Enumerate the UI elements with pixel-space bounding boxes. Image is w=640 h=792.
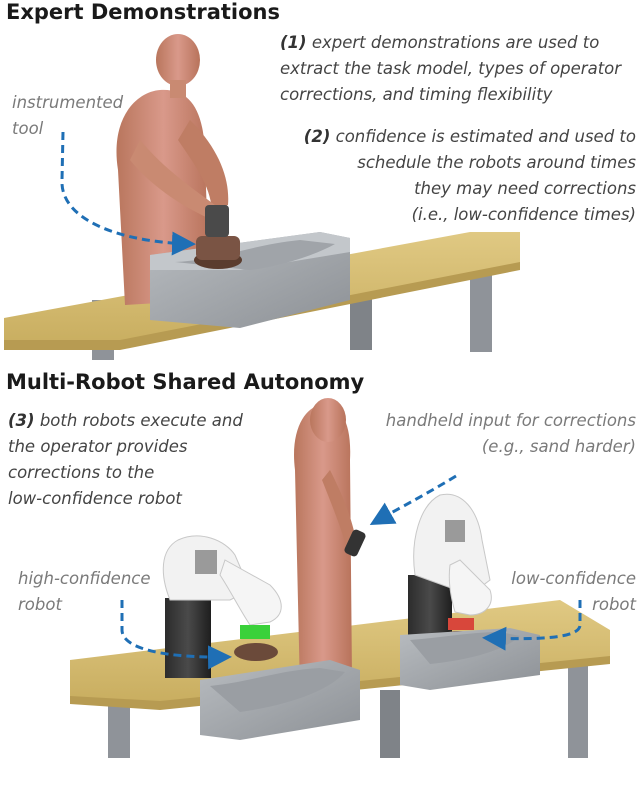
- label-high-line2: robot: [18, 592, 151, 618]
- table-leg: [568, 660, 588, 758]
- note-3-number: (3): [8, 411, 35, 430]
- section-title-expert: Expert Demonstrations: [6, 0, 280, 24]
- note-1-line1: are used to: [506, 33, 600, 52]
- note-2: (2) confidence is estimated and used to …: [260, 124, 636, 228]
- robot-left-highlight: [240, 625, 270, 639]
- note-1-emphasis: expert demonstrations: [312, 33, 500, 52]
- note-3-line4: low-confidence robot: [8, 486, 278, 512]
- section-title-shared-autonomy: Multi-Robot Shared Autonomy: [6, 370, 364, 394]
- label-low-line2: robot: [470, 592, 636, 618]
- robot-right-highlight: [448, 618, 474, 630]
- label-tool-line1: instrumented: [12, 90, 123, 116]
- note-2-line2: schedule the robots around times: [260, 150, 636, 176]
- robot-right-joint: [445, 520, 465, 542]
- note-2-line3: they may need corrections: [260, 176, 636, 202]
- robot-left-joint: [195, 550, 217, 574]
- table-leg: [380, 690, 400, 758]
- label-handheld-line1: handheld input for corrections: [330, 408, 636, 434]
- note-1: (1) expert demonstrations are used to ex…: [280, 30, 635, 108]
- label-handheld-line2: (e.g., sand harder): [330, 434, 636, 460]
- note-3-line3: corrections to the: [8, 460, 278, 486]
- sander-handle: [205, 205, 229, 237]
- person-neck: [170, 80, 186, 98]
- note-1-line3: corrections, and timing flexibility: [280, 82, 635, 108]
- robot-pedestal-left: [165, 598, 211, 678]
- note-1-line2: extract the task model, types of operato…: [280, 56, 635, 82]
- label-tool-line2: tool: [12, 116, 123, 142]
- label-high-confidence: high-confidence robot: [18, 566, 151, 618]
- note-2-number: (2): [304, 127, 331, 146]
- note-3-line1: both robots execute and: [40, 411, 243, 430]
- note-1-number: (1): [280, 33, 307, 52]
- note-2-line1: confidence is estimated and used to: [336, 127, 636, 146]
- note-2-line4: (i.e., low-confidence times): [260, 202, 636, 228]
- label-handheld-input: handheld input for corrections (e.g., sa…: [330, 408, 636, 460]
- label-instrumented-tool: instrumented tool: [12, 90, 123, 142]
- label-high-line1: high-confidence: [18, 566, 151, 592]
- note-3: (3) both robots execute and the operator…: [8, 408, 278, 512]
- label-low-confidence: low-confidence robot: [470, 566, 636, 618]
- label-low-line1: low-confidence: [470, 566, 636, 592]
- robot-left-sander: [234, 643, 278, 661]
- note-3-line2: the operator provides: [8, 434, 278, 460]
- sander-body: [196, 236, 240, 260]
- person-head: [156, 34, 200, 86]
